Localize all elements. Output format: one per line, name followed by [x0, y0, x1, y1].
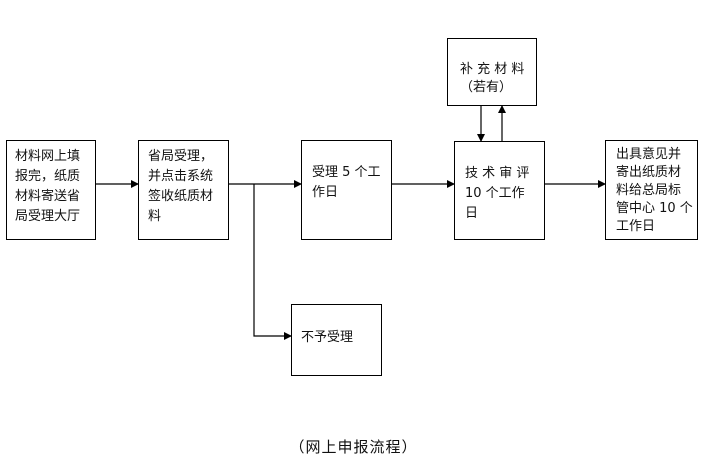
node-supplement-line-2: （若有） — [460, 80, 513, 95]
node-supplement: 补 充 材 料 （若有） — [447, 38, 537, 106]
node-opinion-line-5: 工作日 — [616, 219, 656, 234]
node-opinion-line-4: 管中心 10 个 — [616, 201, 693, 216]
node-accept-line-3: 签收纸质材 — [148, 189, 214, 204]
node-review-line-1: 技 术 审 评 — [465, 166, 530, 181]
arrow-accept-to-reject — [253, 184, 292, 340]
node-reject: 不予受理 — [291, 304, 382, 376]
node-submit-line-2: 报完，纸质 — [15, 169, 81, 184]
node-opinion-line-1: 出具意见并 — [616, 147, 682, 162]
node-accept-line-4: 料 — [148, 209, 162, 224]
node-receive-line-2: 作日 — [312, 185, 339, 200]
node-review: 技 术 审 评 10 个工作 日 — [454, 141, 545, 240]
node-review-line-2: 10 个工作 — [465, 186, 525, 201]
node-opinion: 出具意见并 寄出纸质材 料给总局标 管中心 10 个 工作日 — [605, 140, 698, 240]
node-accept-line-1: 省局受理， — [148, 149, 214, 164]
node-opinion-line-3: 料给总局标 — [616, 183, 682, 198]
node-accept: 省局受理， 并点击系统 签收纸质材 料 — [138, 140, 229, 240]
node-submit: 材料网上填 报完，纸质 材料寄送省 局受理大厅 — [6, 140, 96, 240]
node-receive: 受理 5 个工 作日 — [301, 140, 392, 240]
node-opinion-line-2: 寄出纸质材 — [616, 165, 682, 180]
node-submit-line-4: 局受理大厅 — [15, 209, 81, 224]
diagram-caption: （网上申报流程） — [289, 438, 418, 456]
node-submit-line-3: 材料寄送省 — [15, 189, 81, 204]
node-receive-line-1: 受理 5 个工 — [312, 165, 381, 180]
node-supplement-line-1: 补 充 材 料 — [460, 62, 525, 77]
node-accept-line-2: 并点击系统 — [148, 169, 214, 184]
node-reject-line-1: 不予受理 — [301, 330, 354, 345]
node-submit-line-1: 材料网上填 — [15, 149, 81, 164]
node-review-line-3: 日 — [465, 206, 479, 221]
